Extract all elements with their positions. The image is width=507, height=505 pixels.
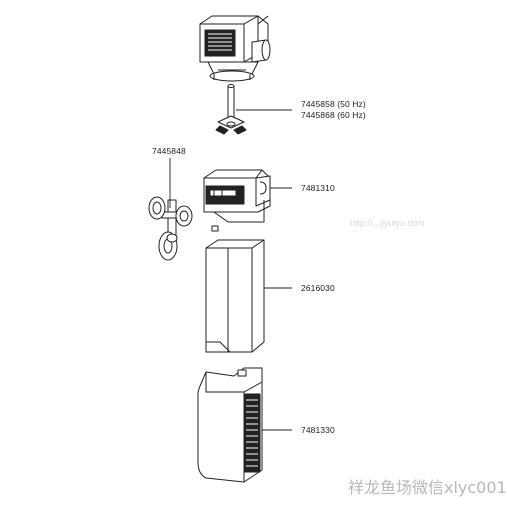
filter-sponge: [205, 239, 265, 353]
watermark-text: 祥龙鱼场微信xlyc001: [348, 478, 507, 497]
filter-housing: [197, 367, 263, 483]
part-number-impeller-60hz: 7445868 (60 Hz): [301, 110, 366, 120]
pump-motor-head: [199, 15, 271, 82]
part-number-impeller-50hz: 7445858 (50 Hz): [301, 99, 366, 109]
part-number-housing: 7481330: [301, 425, 335, 435]
diagram-drawing: [148, 15, 292, 483]
part-number-top-cover: 7481310: [301, 183, 335, 193]
filter-top-cover: [203, 169, 271, 232]
part-number-sponge: 2616030: [301, 283, 335, 293]
impeller: [215, 84, 247, 135]
suction-cup-holder: [148, 196, 193, 261]
part-number-suction-cup: 7445848: [152, 146, 186, 156]
exploded-parts-diagram: 7445858 (50 Hz) 7445868 (60 Hz) 7445848 …: [148, 15, 507, 497]
faint-watermark-url: http://...jiyuiyu.com: [350, 218, 425, 228]
